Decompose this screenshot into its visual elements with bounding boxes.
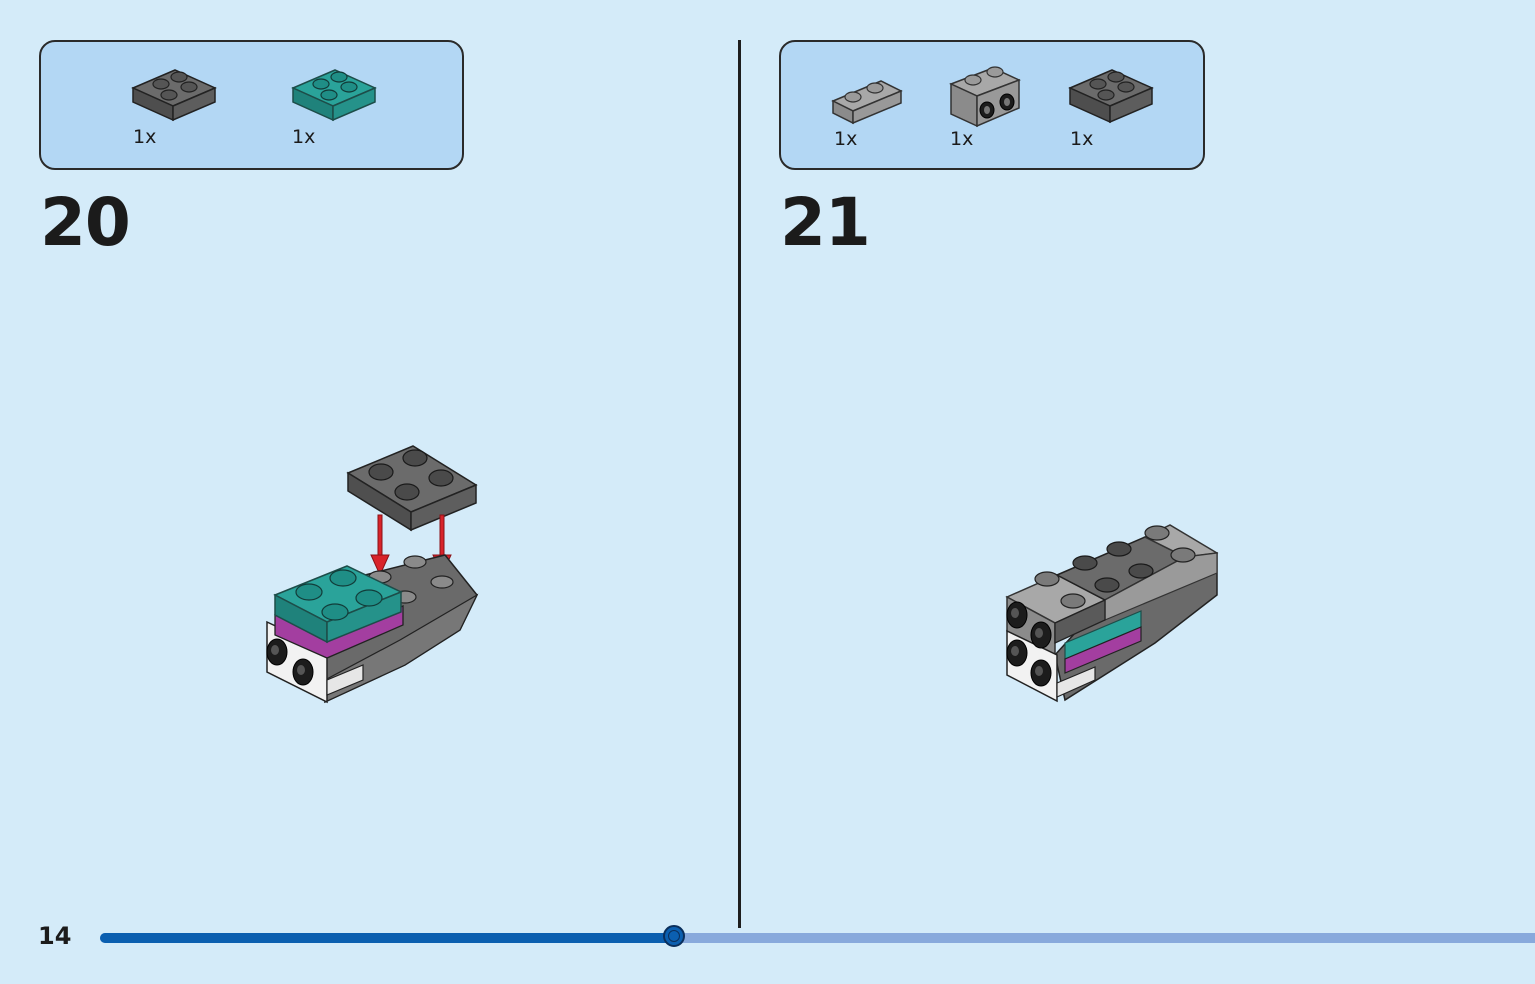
part-quantity: 1x <box>1070 128 1094 150</box>
step-number: 21 <box>780 184 871 261</box>
teal-plate-2x2-icon <box>291 64 377 124</box>
step-21-assembly-illustration <box>995 515 1225 714</box>
part-quantity: 1x <box>133 126 157 148</box>
part-quantity: 1x <box>292 126 316 148</box>
light-gray-plate-1x2-icon <box>831 77 903 127</box>
dark-gray-plate-2x2-icon <box>131 64 217 124</box>
dark-gray-plate-2x2 <box>346 445 478 532</box>
step-number: 20 <box>40 184 131 261</box>
parts-list-step-20: 1x 1x <box>39 40 464 170</box>
part-quantity: 1x <box>950 128 974 150</box>
step-20-assembly-illustration <box>255 440 495 714</box>
light-gray-bracket-1x2-icon <box>947 64 1023 130</box>
parts-list-step-21: 1x 1x 1x <box>779 40 1205 170</box>
page-divider <box>738 40 741 928</box>
dark-gray-plate-2x2-icon <box>1068 64 1154 126</box>
progress-fill <box>100 933 674 943</box>
page-number: 14 <box>38 922 72 950</box>
progress-knob[interactable] <box>663 925 685 947</box>
progress-track <box>100 933 1535 943</box>
part-quantity: 1x <box>834 128 858 150</box>
